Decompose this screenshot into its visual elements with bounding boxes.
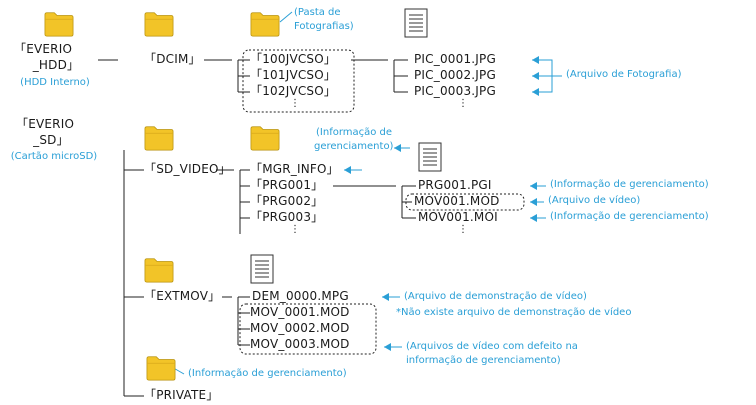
photo-folder-note-line1: (Pasta de <box>294 7 341 18</box>
mgr-info-note-line2: gerenciamento) <box>314 141 394 152</box>
sd-video-subfolder-prg002: 「PRG002」 <box>250 194 324 208</box>
everio-hdd-label-line2: _HDD」 <box>32 58 80 72</box>
extmov-folder-label: 「EXTMOV」 <box>144 289 221 303</box>
prg-file-ellipsis: ⋮ <box>458 224 468 235</box>
extmov-file-mov-0003: MOV_0003.MOD <box>250 337 350 351</box>
everio-sd-label-line2: _SD」 <box>33 133 69 147</box>
moi-file-note: (Informação de gerenciamento) <box>550 211 709 222</box>
private-folder-note: (Informação de gerenciamento) <box>188 368 347 379</box>
defect-files-note-line2: informação de gerenciamento) <box>406 355 561 366</box>
private-folder-label: 「PRIVATE」 <box>144 388 219 402</box>
folder-icon <box>144 126 174 151</box>
folder-icon <box>250 12 280 37</box>
folder-icon <box>250 126 280 151</box>
photo-file-1: PIC_0001.JPG <box>414 52 496 66</box>
folder-icon <box>144 258 174 283</box>
photo-file-note: (Arquivo de Fotografia) <box>566 69 682 80</box>
document-icon <box>250 254 274 284</box>
photo-file-3: PIC_0003.JPG <box>414 84 496 98</box>
document-icon <box>418 142 442 172</box>
folder-icon <box>44 12 74 37</box>
dcim-subfolder-ellipsis: ⋮ <box>290 98 300 109</box>
demo-file-note: (Arquivo de demonstração de vídeo) <box>404 291 587 302</box>
mgr-info-note-line1: (Informação de <box>316 127 393 138</box>
photo-file-ellipsis: ⋮ <box>458 98 468 109</box>
mod-file-note: (Arquivo de vídeo) <box>548 195 641 206</box>
folder-icon <box>146 356 176 381</box>
prg-file-moi: MOV001.MOI <box>418 210 498 224</box>
sd-video-folder-label: 「SD_VIDEO」 <box>144 162 231 176</box>
demo-file-footnote: *Não existe arquivo de demonstração de v… <box>396 307 632 318</box>
dcim-subfolder-101: 「101JVCSO」 <box>250 68 337 82</box>
sd-video-subfolder-ellipsis: ⋮ <box>290 224 300 235</box>
folder-icon <box>144 12 174 37</box>
document-icon <box>404 8 428 38</box>
microsd-note: (Cartão microSD) <box>10 151 98 162</box>
prg-file-mod: MOV001.MOD <box>414 194 500 208</box>
sd-video-subfolder-prg003: 「PRG003」 <box>250 210 324 224</box>
pgi-file-note: (Informação de gerenciamento) <box>550 179 709 190</box>
extmov-file-demo: DEM_0000.MPG <box>252 289 349 303</box>
extmov-file-mov-0001: MOV_0001.MOD <box>250 305 350 319</box>
everio-sd-label-line1: 「EVERIO <box>16 117 75 131</box>
sd-video-subfolder-prg001: 「PRG001」 <box>250 178 324 192</box>
hdd-internal-note: (HDD Interno) <box>20 77 90 88</box>
sd-video-subfolder-mgr-info: 「MGR_INFO」 <box>250 162 339 176</box>
everio-hdd-label-line1: 「EVERIO <box>14 42 73 56</box>
dcim-folder-label: 「DCIM」 <box>144 52 201 66</box>
extmov-file-mov-0002: MOV_0002.MOD <box>250 321 350 335</box>
dcim-subfolder-100: 「100JVCSO」 <box>250 52 337 66</box>
photo-folder-note-line2: Fotografias) <box>294 21 354 32</box>
photo-file-2: PIC_0002.JPG <box>414 68 496 82</box>
dcim-subfolder-102: 「102JVCSO」 <box>250 84 337 98</box>
defect-files-note-line1: (Arquivos de vídeo com defeito na <box>406 341 578 352</box>
prg-file-pgi: PRG001.PGI <box>418 178 492 192</box>
